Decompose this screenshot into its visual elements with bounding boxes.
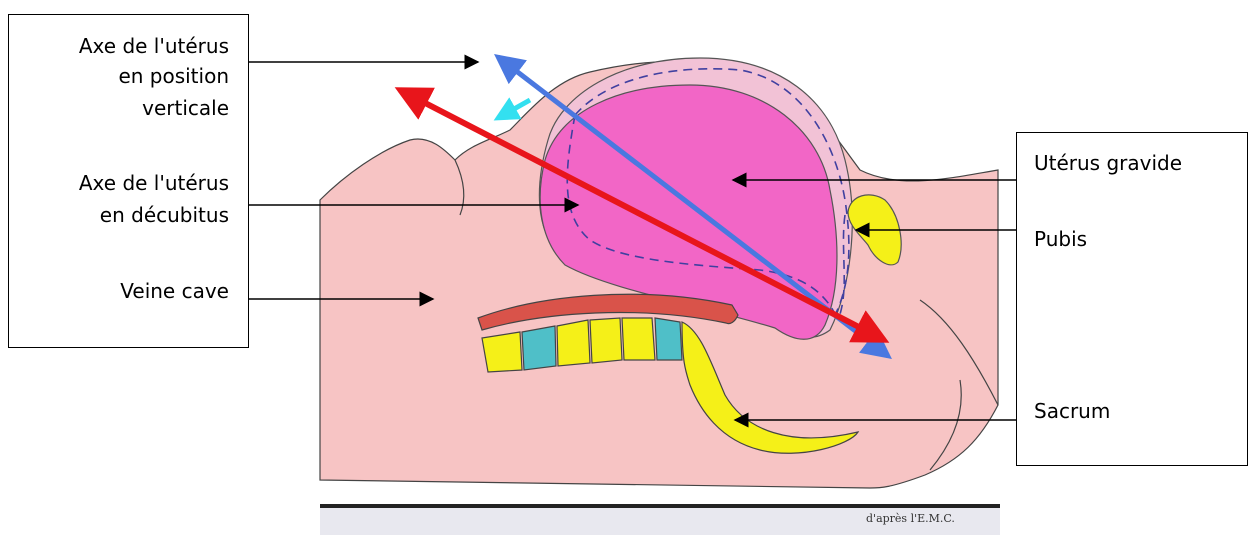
label-pubis: Pubis bbox=[1034, 226, 1087, 253]
source-credit: d'après l'E.M.C. bbox=[866, 512, 955, 525]
label-axe-vertical-line2: en position bbox=[118, 63, 229, 90]
label-axe-decubitus-line2: en décubitus bbox=[100, 202, 229, 229]
label-sacrum: Sacrum bbox=[1034, 398, 1110, 425]
label-veine-cave: Veine cave bbox=[120, 278, 229, 305]
label-axe-vertical-line3: verticale bbox=[142, 95, 229, 122]
label-axe-decubitus-line1: Axe de l'utérus bbox=[79, 170, 229, 197]
label-axe-vertical-line1: Axe de l'utérus bbox=[79, 33, 229, 60]
label-uterus-gravide: Utérus gravide bbox=[1034, 150, 1182, 177]
